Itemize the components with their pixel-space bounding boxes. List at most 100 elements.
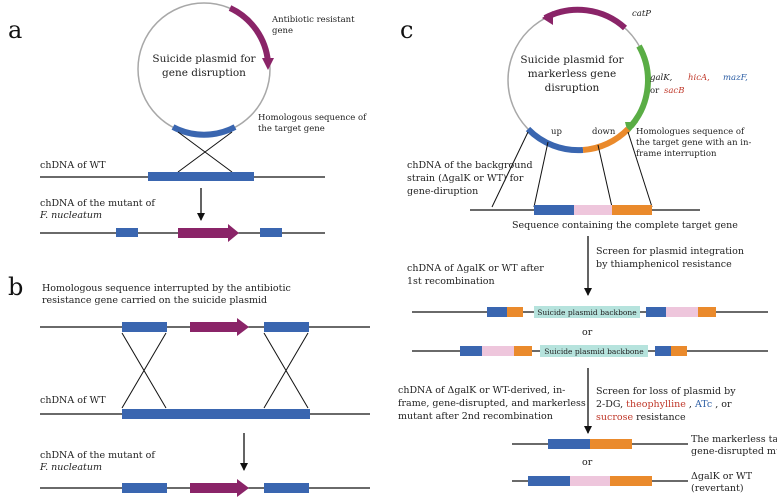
up-block: [534, 205, 574, 215]
down-homology-arc: [582, 126, 631, 153]
up-block: [646, 307, 666, 317]
panel-label-a: a: [8, 16, 22, 44]
panel-c-plasmid: Suicide plasmid for markerless gene disr…: [507, 6, 651, 154]
gene-fragment-right: [260, 228, 282, 237]
backbone-label-1: Suicide plasmid backbone: [537, 308, 637, 317]
screen2-line1: Screen for loss of plasmid by: [596, 386, 736, 397]
revertant-label-line1: ΔgalK or WT: [691, 471, 753, 482]
first-rec-line2: 1st recombination: [407, 276, 495, 287]
catp-arc-arrowhead: [542, 11, 553, 25]
antibiotic-resistance-gene-arc: [228, 5, 271, 63]
complete-seq-label: Sequence containing the complete target …: [512, 220, 738, 231]
panel-label-b: b: [8, 273, 23, 301]
down-block: [698, 307, 716, 317]
first-rec-line1: chDNA of ΔgalK or WT after: [407, 263, 544, 274]
up-block: [528, 476, 570, 486]
screen2-line3: sucrose resistance: [596, 412, 686, 423]
plasmid-title-line1: Suicide plasmid for: [152, 53, 256, 65]
wt-label-b: chDNA of WT: [40, 395, 106, 406]
plasmid-c-title-line1: Suicide plasmid for: [520, 54, 624, 66]
wt-label: chDNA of WT: [40, 160, 106, 171]
homologues-label-line1: Homologues sequence of: [636, 127, 745, 137]
down-block: [671, 346, 687, 356]
crossover-line: [491, 131, 529, 208]
screen2-comma1: ,: [689, 399, 695, 410]
down-block: [507, 307, 523, 317]
mutant-label-line1: chDNA of the mutant of: [40, 198, 156, 209]
second-rec-line2: frame, gene-disrupted, and markerless: [398, 398, 586, 409]
homology-block-left: [122, 322, 167, 332]
crossover-line: [533, 141, 549, 208]
homologous-sequence-arc: [171, 124, 237, 138]
antibiotic-label-line2: gene: [272, 26, 293, 36]
crossover-line: [177, 131, 233, 173]
backbone-label-2: Suicide plasmid backbone: [544, 347, 644, 356]
markerless-label-line2: gene-disrupted mutant: [691, 446, 777, 457]
marker-label-line1: galK, hicA, mazF,: [650, 73, 748, 83]
plasmid-c-title-line3: disruption: [545, 82, 600, 94]
down-block: [590, 439, 632, 449]
galk-label: galK,: [650, 73, 673, 83]
screen1-line1: Screen for plasmid integration: [596, 246, 744, 257]
target-gene-block-b: [122, 409, 310, 419]
crossover-line: [121, 332, 167, 409]
plasmid-c-title-line2: markerless gene: [528, 68, 616, 80]
interrupted-region: [570, 476, 610, 486]
up-label: up: [551, 127, 562, 137]
sacb-label: sacB: [664, 86, 684, 96]
theophylline-label: theophylline: [626, 399, 686, 410]
mutant-label-line2: F. nucleatum: [39, 210, 102, 221]
resistance-gene-arrow: [190, 318, 249, 336]
up-block: [548, 439, 590, 449]
background-label-line3: gene-diruption: [407, 186, 478, 197]
panel-b-caption-line1: Homologous sequence interrupted by the a…: [42, 283, 291, 294]
marker-label-line2: or sacB: [650, 86, 684, 96]
crossover-line: [263, 332, 309, 409]
atc-label: ATc: [694, 399, 712, 410]
panel-label-c: c: [400, 16, 413, 44]
down-block: [612, 205, 652, 215]
gene-fragment-left: [116, 228, 138, 237]
homologous-label-line2: the target gene: [258, 124, 325, 134]
interrupted-region: [482, 346, 514, 356]
screen2-prefix: 2-DG,: [596, 399, 626, 410]
screen2-suffix: resistance: [636, 412, 686, 423]
background-label-line2: strain (ΔgalK or WT) for: [407, 173, 524, 184]
homologues-label-line2: the target gene with an in-: [636, 138, 751, 148]
homologous-label-line1: Homologous sequence of: [258, 113, 367, 123]
homologues-label-line3: frame interruption: [636, 149, 717, 159]
up-block: [655, 346, 671, 356]
homology-block-right: [264, 322, 309, 332]
antibiotic-label-line1: Antibiotic resistant: [271, 15, 355, 25]
second-rec-line1: chDNA of ΔgalK or WT-derived, in-: [398, 385, 565, 396]
up-block: [460, 346, 482, 356]
mutant-label-b-line2: F. nucleatum: [39, 462, 102, 473]
markerless-label-line1: The markerless target: [691, 434, 777, 445]
backbone-box: [540, 345, 648, 357]
target-gene-block: [148, 172, 254, 181]
interrupted-region: [574, 205, 612, 215]
screen1-line2: by thiamphenicol resistance: [596, 259, 732, 270]
catp-gene-arc: [543, 6, 628, 31]
mazf-label: mazF,: [723, 73, 748, 83]
interrupted-region: [666, 307, 698, 317]
background-label-line1: chDNA of the background: [407, 160, 533, 171]
revertant-label-line2: (revertant): [691, 483, 744, 494]
plasmid-title-line2: gene disruption: [162, 67, 246, 79]
or-text-2: or: [582, 457, 593, 468]
catp-label: catP: [632, 9, 651, 19]
crossover-line: [627, 131, 653, 208]
gene-fragment-left-b: [122, 483, 167, 493]
screen2-line2: 2-DG, theophylline , ATc , or: [596, 399, 732, 410]
sucrose-label: sucrose: [596, 412, 633, 423]
down-label: down: [592, 127, 616, 137]
crossover-line: [597, 144, 613, 208]
or-label: or: [650, 86, 660, 96]
panel-a-plasmid: Suicide plasmid for gene disruption: [137, 2, 274, 138]
resistance-gene-arrow: [178, 224, 239, 242]
mutant-label-b-line1: chDNA of the mutant of: [40, 450, 156, 461]
backbone-box: [534, 306, 640, 318]
down-block: [610, 476, 652, 486]
